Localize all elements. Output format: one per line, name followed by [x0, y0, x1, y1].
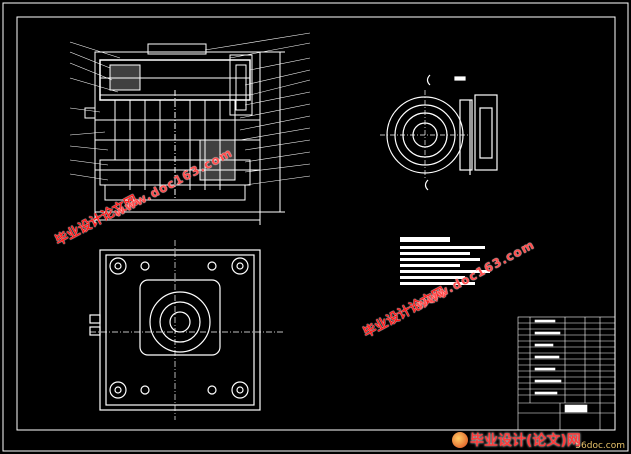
parts-list-table: [517, 316, 616, 431]
front-section-view: [84, 43, 285, 225]
technical-notes: [400, 237, 490, 285]
top-plan-view: [89, 240, 285, 420]
leader-lines-right: [204, 32, 311, 186]
side-detail-view: [380, 74, 498, 191]
leader-lines-left: [69, 41, 121, 181]
footer-site-label: 56doc.com: [575, 441, 625, 451]
footer-brand-label: 毕业设计(论文)网: [470, 433, 581, 449]
inner-frame: [16, 16, 616, 431]
brand-logo-icon: [452, 432, 468, 448]
